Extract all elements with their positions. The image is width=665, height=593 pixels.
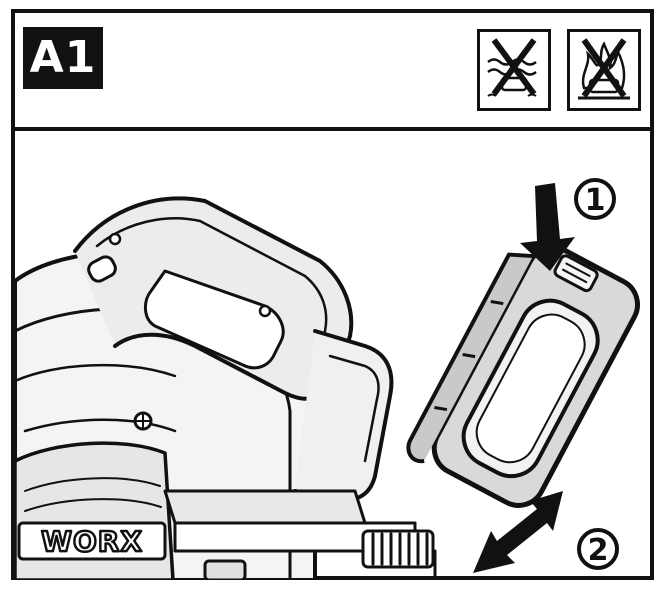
- panel-header: A1: [15, 13, 650, 131]
- battery-insertion-illustration: WORX: [15, 178, 640, 580]
- worx-logo: WORX: [41, 525, 143, 558]
- step-1-marker: 1: [574, 178, 616, 220]
- circular-saw: WORX: [15, 196, 437, 580]
- step-2-marker: 2: [577, 528, 619, 570]
- no-fire-icon: [567, 29, 641, 111]
- battery-pack: [406, 245, 640, 508]
- step-2-number: 2: [588, 533, 609, 568]
- press-arrow: [520, 183, 575, 271]
- slide-double-arrow: [473, 491, 563, 573]
- step-label: A1: [23, 27, 103, 89]
- instruction-panel: A1: [11, 9, 654, 580]
- no-water-icon: [477, 29, 551, 111]
- step-1-number: 1: [585, 183, 606, 218]
